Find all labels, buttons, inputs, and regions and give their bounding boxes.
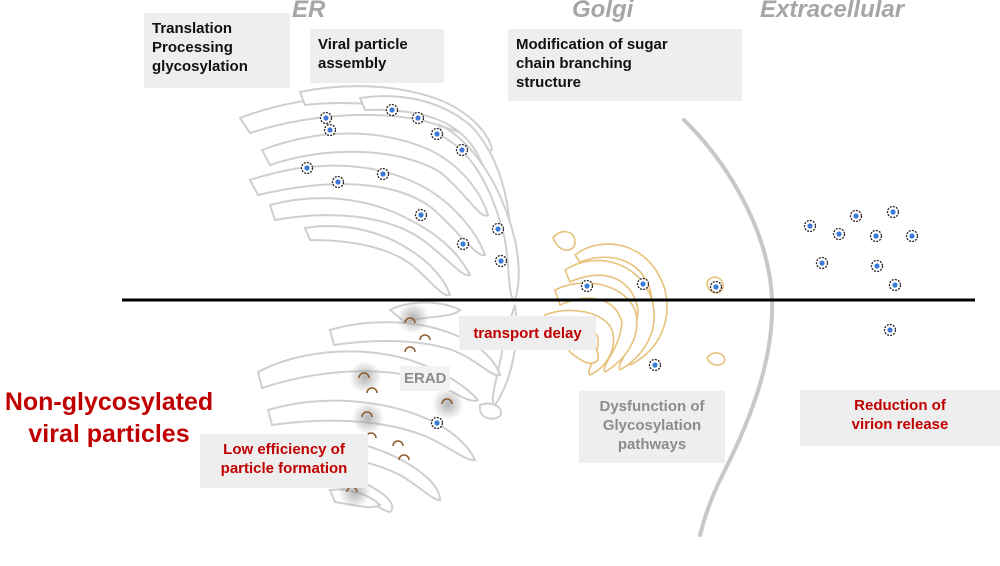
- reduction-line-2: virion release: [851, 416, 949, 433]
- virion-icon: [430, 127, 444, 141]
- defective-particle-icon: [366, 387, 378, 394]
- cell-membrane-icon: [682, 118, 775, 537]
- glycosylation-line: glycosylation: [152, 58, 248, 75]
- header-er: ER: [292, 0, 326, 23]
- virion-icon: [648, 358, 662, 372]
- virion-icon: [849, 209, 863, 223]
- side-label-line-2: viral particles: [28, 420, 190, 448]
- virion-icon: [411, 111, 425, 125]
- virion-icon: [832, 227, 846, 241]
- dysfunction-line-3: pathways: [617, 436, 687, 453]
- non-glycosylated-label: Non-glycosylated viral particles: [0, 386, 218, 450]
- virion-icon: [803, 219, 817, 233]
- defective-particle-icon: [398, 454, 410, 461]
- virion-icon: [905, 229, 919, 243]
- low-efficiency-box: Low efficiency of particle formation: [200, 434, 368, 488]
- assembly-line-2: assembly: [318, 55, 387, 72]
- virion-icon: [709, 280, 723, 294]
- defective-particle-icon: [404, 317, 416, 324]
- modification-line-3: structure: [516, 74, 582, 91]
- processing-line: Processing: [152, 39, 233, 56]
- virion-icon: [636, 277, 650, 291]
- er-upper: [238, 85, 520, 302]
- erad-label: ERAD: [404, 370, 447, 387]
- virion-icon: [869, 229, 883, 243]
- dysfunction-box: Dysfunction of Glycosylation pathways: [579, 391, 725, 463]
- virion-icon: [376, 167, 390, 181]
- virion-icon: [319, 111, 333, 125]
- defective-particle-icon: [361, 411, 373, 418]
- modification-line-1: Modification of sugar: [516, 36, 668, 53]
- virion-icon: [300, 161, 314, 175]
- virion-icon: [323, 123, 337, 137]
- virion-icon: [888, 278, 902, 292]
- virion-icon: [870, 259, 884, 273]
- virion-icon: [430, 416, 444, 430]
- virion-icon: [815, 256, 829, 270]
- transport-delay-box: transport delay: [459, 316, 596, 350]
- virion-icon: [886, 205, 900, 219]
- virion-icon: [455, 143, 469, 157]
- modification-line-2: chain branching: [516, 55, 632, 72]
- low-efficiency-line-2: particle formation: [220, 460, 348, 477]
- virion-icon: [883, 323, 897, 337]
- defective-particle-icon: [441, 398, 453, 405]
- side-label-line-1: Non-glycosylated: [4, 388, 214, 416]
- defective-particle-icon: [404, 346, 416, 353]
- assembly-line-1: Viral particle: [318, 36, 408, 53]
- translation-box: Translation Processing glycosylation: [144, 13, 290, 88]
- virion-icon: [494, 254, 508, 268]
- header-extracellular: Extracellular: [760, 0, 905, 23]
- defective-particle-icon: [358, 372, 370, 379]
- reduction-line-1: Reduction of: [854, 397, 946, 414]
- assembly-box: Viral particle assembly: [310, 29, 444, 83]
- header-golgi: Golgi: [572, 0, 634, 23]
- translation-line: Translation: [152, 20, 233, 37]
- transport-delay-label: transport delay: [473, 325, 582, 342]
- defective-particle-icon: [419, 334, 431, 341]
- virion-icon: [385, 103, 399, 117]
- low-efficiency-line-1: Low efficiency of: [223, 441, 345, 458]
- virion-icon: [331, 175, 345, 189]
- reduction-box: Reduction of virion release: [800, 390, 1000, 446]
- virion-group: [300, 103, 919, 430]
- virion-icon: [580, 279, 594, 293]
- virion-icon: [491, 222, 505, 236]
- golgi-stack: [543, 230, 726, 376]
- virion-icon: [456, 237, 470, 251]
- modification-box: Modification of sugar chain branching st…: [508, 29, 742, 101]
- dysfunction-line-2: Glycosylation: [602, 417, 702, 434]
- virion-icon: [414, 208, 428, 222]
- dysfunction-line-1: Dysfunction of: [599, 398, 705, 415]
- defective-particle-icon: [392, 440, 404, 447]
- erad-box: ERAD: [400, 366, 450, 391]
